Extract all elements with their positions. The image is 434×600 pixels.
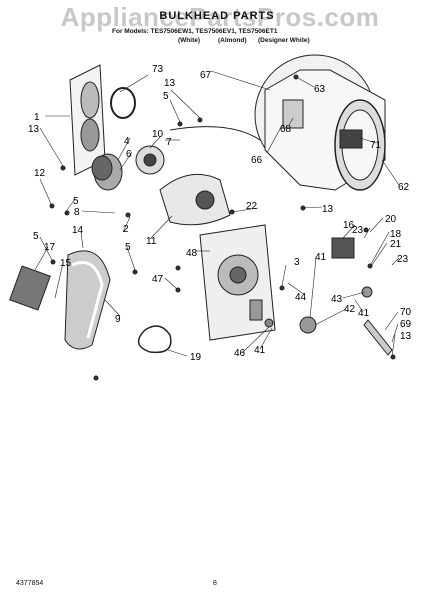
callout: 1 [34, 112, 40, 123]
callout: 62 [398, 182, 410, 193]
callout: 20 [385, 214, 397, 225]
callout: 67 [200, 70, 212, 81]
color-label-designer-white: (Designer White) [258, 37, 310, 44]
thermostat-part [361, 286, 373, 298]
ring-seal-part [110, 87, 136, 119]
callout: 4 [124, 136, 130, 147]
callout: 70 [400, 307, 412, 318]
callout: 66 [251, 155, 263, 166]
callout: 14 [72, 225, 84, 236]
callout: 11 [146, 236, 157, 247]
callout: 13 [164, 78, 176, 89]
blower-housing-part [159, 173, 231, 226]
callout: 16 [343, 220, 355, 231]
callout: 18 [390, 229, 402, 240]
callout: 6 [126, 149, 132, 160]
callout: 47 [152, 274, 164, 285]
callout: 5 [33, 231, 39, 242]
callout: 44 [295, 292, 307, 303]
color-label-almond: (Almond) [218, 37, 247, 44]
callout: 48 [186, 248, 198, 259]
callout: 23 [397, 254, 409, 265]
callout: 41 [358, 308, 370, 319]
model-list: For Models: TES7506EW1, TES7506EV1, TES7… [112, 28, 278, 35]
callout: 10 [152, 129, 164, 140]
callout: 13 [28, 124, 40, 135]
callout: 5 [73, 196, 79, 207]
color-label-white: (White) [178, 37, 201, 44]
diagram-title: BULKHEAD PARTS [159, 10, 275, 22]
callout: 21 [390, 239, 402, 250]
callout: 5 [125, 242, 131, 253]
callout: 13 [400, 331, 412, 342]
wire-harness-part [137, 325, 172, 354]
callout: 15 [60, 258, 72, 269]
callout: 3 [294, 257, 300, 268]
callout-labels: 73 1 13 13 5 7 4 6 10 12 5 8 2 11 67 63 … [28, 64, 412, 363]
callout: 5 [163, 91, 169, 102]
callout: 7 [166, 137, 172, 148]
callout: 69 [400, 319, 412, 330]
callout: 2 [123, 224, 129, 235]
callout: 41 [315, 252, 327, 263]
roller-part [264, 318, 274, 328]
lint-screen-part [9, 265, 51, 311]
callout: 17 [44, 242, 56, 253]
callout: 71 [370, 140, 382, 151]
callout: 19 [190, 352, 202, 363]
callout: 41 [254, 345, 266, 356]
callout: 12 [34, 168, 46, 179]
callout: 43 [331, 294, 343, 305]
callout: 9 [115, 314, 121, 325]
callout: 73 [152, 64, 164, 75]
watermark: AppliancePartsPros.com [60, 2, 380, 32]
heater-part [331, 237, 355, 259]
callout: 63 [314, 84, 326, 95]
callout: 23 [352, 225, 364, 236]
callout: 13 [322, 204, 334, 215]
callout: 22 [246, 201, 258, 212]
callout: 68 [280, 124, 292, 135]
callout: 42 [344, 304, 356, 315]
callout: 8 [74, 207, 80, 218]
callout: 46 [234, 348, 246, 359]
part-number: 4377854 [16, 580, 44, 587]
page-number: 8 [213, 580, 217, 587]
